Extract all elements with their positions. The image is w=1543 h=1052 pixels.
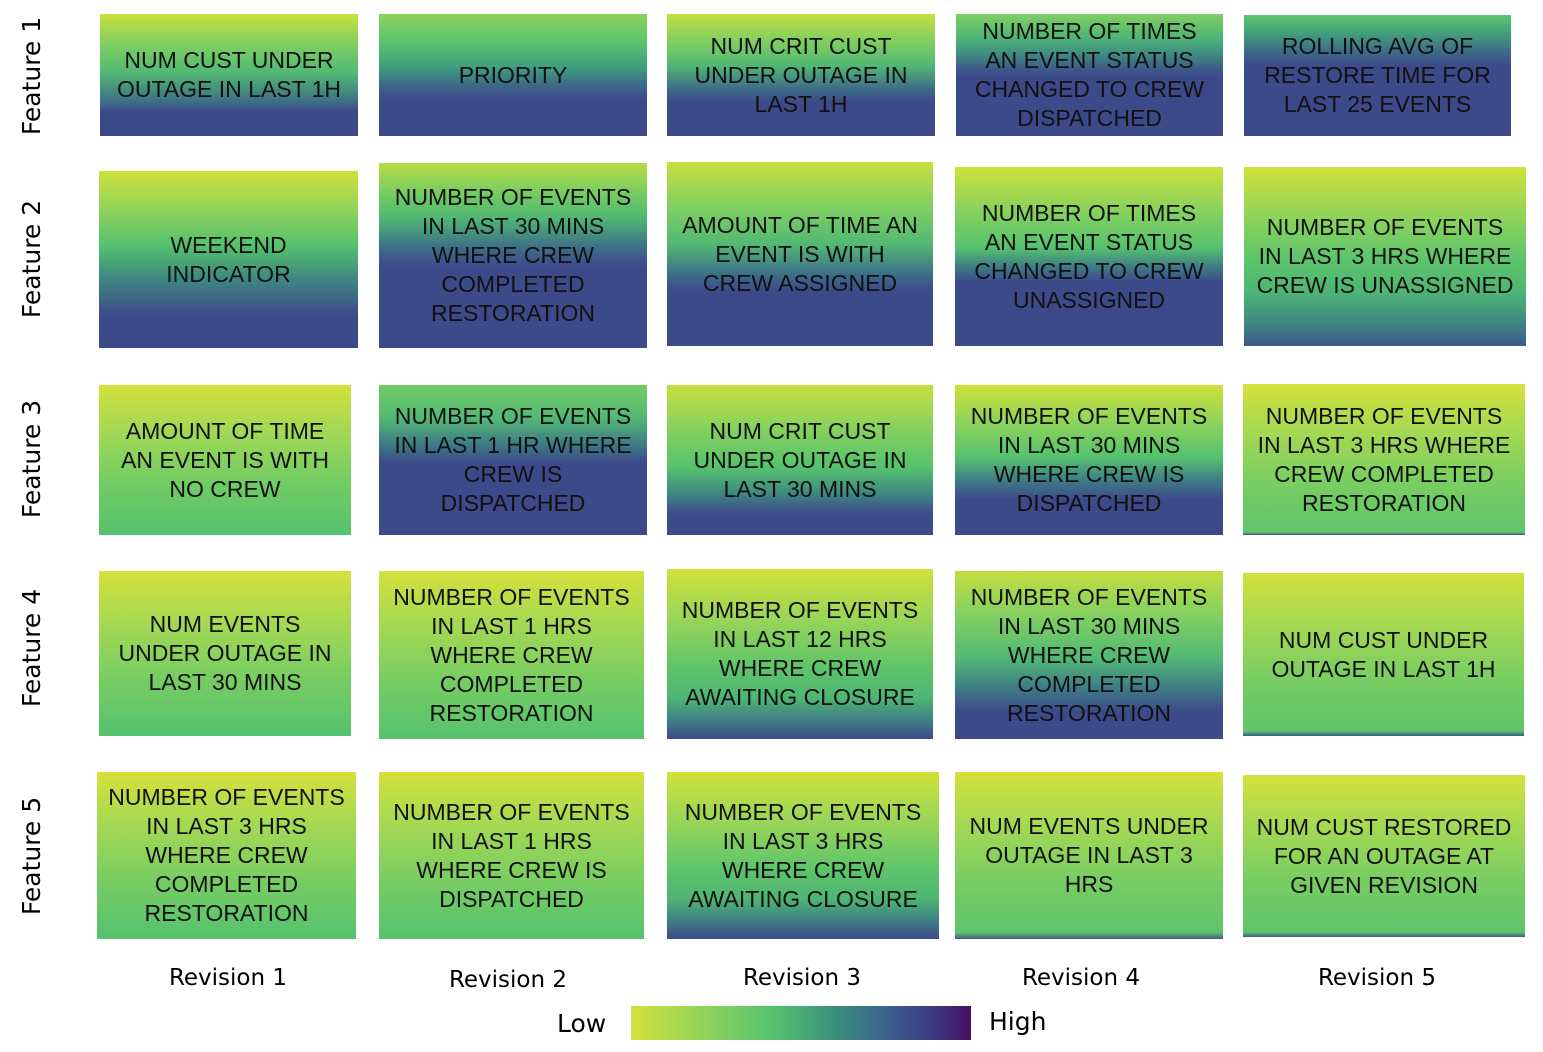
cell-f4-r4: NUMBER OF EVENTS IN LAST 30 MINS WHERE C… — [955, 571, 1223, 739]
cell-f5-r2: NUMBER OF EVENTS IN LAST 1 HRS WHERE CRE… — [379, 772, 644, 939]
cell-f1-r2: PRIORITY — [379, 14, 647, 136]
col-label-revision-5: Revision 5 — [1317, 965, 1437, 991]
cell-text: NUMBER OF EVENTS IN LAST 30 MINS WHERE C… — [970, 403, 1208, 516]
cell-text: WEEKEND INDICATOR — [166, 231, 291, 287]
cell-f5-r4: NUM EVENTS UNDER OUTAGE IN LAST 3 HRS — [955, 772, 1223, 939]
cell-f5-r5: NUM CUST RESTORED FOR AN OUTAGE AT GIVEN… — [1243, 775, 1525, 937]
cell-text: NUM CRIT CUST UNDER OUTAGE IN LAST 1H — [694, 32, 908, 117]
cell-text: NUMBER OF EVENTS IN LAST 3 HRS WHERE CRE… — [1256, 214, 1514, 298]
cell-text: PRIORITY — [458, 61, 568, 88]
row-label-feature-5: Feature 5 — [17, 796, 46, 916]
cell-text: NUMBER OF EVENTS IN LAST 12 HRS WHERE CR… — [681, 597, 919, 710]
cell-text: NUMBER OF TIMES AN EVENT STATUS CHANGED … — [974, 199, 1204, 313]
cell-text: NUMBER OF EVENTS IN LAST 1 HRS WHERE CRE… — [393, 798, 630, 912]
cell-f3-r2: NUMBER OF EVENTS IN LAST 1 HR WHERE CREW… — [379, 385, 647, 535]
cell-text: NUM EVENTS UNDER OUTAGE IN LAST 30 MINS — [118, 611, 332, 695]
cell-text: NUM CUST UNDER OUTAGE IN LAST 1H — [116, 47, 342, 102]
cell-text: NUMBER OF EVENTS IN LAST 30 MINS WHERE C… — [394, 184, 632, 326]
cell-f3-r5: NUMBER OF EVENTS IN LAST 3 HRS WHERE CRE… — [1243, 384, 1525, 535]
cell-text: AMOUNT OF TIME AN EVENT IS WITH NO CREW — [121, 417, 329, 502]
row-label-feature-3: Feature 3 — [17, 399, 46, 519]
cell-text: NUMBER OF EVENTS IN LAST 3 HRS WHERE CRE… — [684, 798, 922, 912]
cell-f4-r2: NUMBER OF EVENTS IN LAST 1 HRS WHERE CRE… — [379, 571, 644, 739]
cell-text: NUMBER OF EVENTS IN LAST 3 HRS WHERE CRE… — [1257, 402, 1511, 516]
cell-f5-r1: NUMBER OF EVENTS IN LAST 3 HRS WHERE CRE… — [97, 772, 356, 939]
cell-text: AMOUNT OF TIME AN EVENT IS WITH CREW ASS… — [682, 211, 918, 296]
cell-f1-r1: NUM CUST UNDER OUTAGE IN LAST 1H — [100, 14, 358, 136]
cell-text: ROLLING AVG OF RESTORE TIME FOR LAST 25 … — [1264, 33, 1491, 117]
cell-text: NUM CUST RESTORED FOR AN OUTAGE AT GIVEN… — [1256, 813, 1512, 898]
cell-f1-r5: ROLLING AVG OF RESTORE TIME FOR LAST 25 … — [1244, 15, 1511, 136]
cell-f2-r3: AMOUNT OF TIME AN EVENT IS WITH CREW ASS… — [667, 162, 933, 346]
col-label-revision-2: Revision 2 — [448, 967, 568, 993]
col-label-revision-1: Revision 1 — [168, 965, 288, 991]
cell-f4-r3: NUMBER OF EVENTS IN LAST 12 HRS WHERE CR… — [667, 569, 933, 739]
cell-f2-r4: NUMBER OF TIMES AN EVENT STATUS CHANGED … — [955, 167, 1223, 346]
col-label-revision-4: Revision 4 — [1021, 965, 1141, 991]
cell-f2-r2: NUMBER OF EVENTS IN LAST 30 MINS WHERE C… — [379, 163, 647, 348]
row-label-feature-4: Feature 4 — [17, 588, 46, 708]
legend-gradient-bar — [631, 1006, 971, 1040]
cell-text: NUM EVENTS UNDER OUTAGE IN LAST 3 HRS — [969, 813, 1209, 897]
cell-text: NUMBER OF TIMES AN EVENT STATUS CHANGED … — [974, 18, 1205, 131]
cell-f2-r5: NUMBER OF EVENTS IN LAST 3 HRS WHERE CRE… — [1244, 167, 1526, 346]
cell-f4-r5: NUM CUST UNDER OUTAGE IN LAST 1H — [1243, 573, 1524, 736]
cell-f3-r1: AMOUNT OF TIME AN EVENT IS WITH NO CREW — [99, 385, 351, 535]
cell-f5-r3: NUMBER OF EVENTS IN LAST 3 HRS WHERE CRE… — [667, 772, 939, 939]
cell-text: NUMBER OF EVENTS IN LAST 3 HRS WHERE CRE… — [108, 784, 345, 926]
cell-text: NUMBER OF EVENTS IN LAST 1 HRS WHERE CRE… — [393, 583, 630, 726]
cell-text: NUMBER OF EVENTS IN LAST 1 HR WHERE CREW… — [394, 403, 632, 516]
row-label-feature-2: Feature 2 — [17, 199, 46, 319]
cell-text: NUM CUST UNDER OUTAGE IN LAST 1H — [1271, 626, 1496, 682]
cell-text: NUMBER OF EVENTS IN LAST 30 MINS WHERE C… — [970, 583, 1208, 726]
legend-high-label: High — [989, 1007, 1047, 1036]
cell-text: NUM CRIT CUST UNDER OUTAGE IN LAST 30 MI… — [693, 417, 907, 502]
cell-f3-r4: NUMBER OF EVENTS IN LAST 30 MINS WHERE C… — [955, 385, 1223, 535]
cell-f1-r3: NUM CRIT CUST UNDER OUTAGE IN LAST 1H — [667, 14, 935, 136]
cell-f3-r3: NUM CRIT CUST UNDER OUTAGE IN LAST 30 MI… — [667, 385, 933, 535]
cell-f4-r1: NUM EVENTS UNDER OUTAGE IN LAST 30 MINS — [99, 571, 351, 736]
cell-f2-r1: WEEKEND INDICATOR — [99, 171, 358, 348]
legend-low-label: Low — [557, 1009, 607, 1038]
cell-f1-r4: NUMBER OF TIMES AN EVENT STATUS CHANGED … — [956, 14, 1223, 136]
col-label-revision-3: Revision 3 — [742, 965, 862, 991]
